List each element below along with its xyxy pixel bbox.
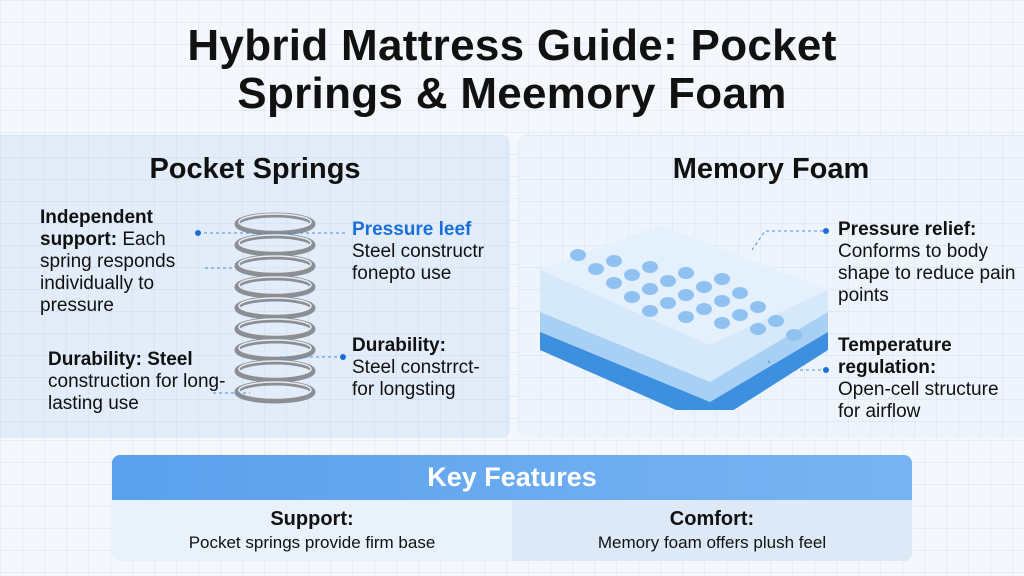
- callout-text: Open-cell structure for airflow: [838, 379, 999, 422]
- foam-cell: [678, 289, 694, 301]
- foam-cell: [768, 315, 784, 327]
- feature-text: Memory foam offers plush feel: [597, 533, 827, 552]
- callout-independent-support: Independent support: Each spring respond…: [40, 207, 210, 317]
- feature-title: Support:: [270, 508, 354, 530]
- spring-coil: [234, 380, 316, 404]
- spring-highlight: [238, 360, 312, 378]
- foam-cell: [642, 261, 658, 273]
- spring-highlight: [238, 318, 312, 336]
- feature-comfort: Comfort: Memory foam offers plush feel: [512, 500, 912, 561]
- title-line: Springs & Meemory Foam: [237, 69, 787, 118]
- foam-cell: [606, 255, 622, 267]
- title-line: Hybrid Mattress Guide: Pocket: [187, 21, 837, 70]
- foam-cell: [696, 303, 712, 315]
- callout-pressure-relief: Pressure relief:Conforms to body shape t…: [838, 219, 1018, 307]
- pocket-springs-panel: Pocket Springs Independent support: Each…: [0, 135, 510, 438]
- foam-cell: [660, 297, 676, 309]
- callout-title: Durability:: [352, 335, 446, 356]
- key-features-heading: Key Features: [112, 455, 912, 500]
- foam-cell: [750, 323, 766, 335]
- callout-text: Conforms to body shape to reduce pain po…: [838, 241, 1016, 306]
- foam-cell: [588, 263, 604, 275]
- memory-foam-panel: Memory Foam Pressure relief:Conforms to …: [518, 135, 1024, 438]
- callout-lines: [751, 228, 829, 373]
- feature-text: Pocket springs provide firm base: [188, 533, 436, 552]
- callout-temperature-regulation: Temperature regulation:Open-cell structu…: [838, 335, 1018, 423]
- spring-coil: [234, 296, 316, 320]
- callout-lines: [195, 230, 346, 394]
- callout-title: Independent support:: [40, 207, 153, 250]
- foam-block-illustration: [540, 225, 828, 410]
- spring-highlight: [238, 297, 312, 315]
- feature-title: Comfort:: [669, 508, 755, 530]
- feature-support: Support: Pocket springs provide firm base: [112, 500, 512, 561]
- spring-highlight: [238, 213, 312, 231]
- callout-text: Steel constructr fonepto use: [352, 241, 484, 284]
- spring-coil: [234, 338, 316, 362]
- foam-cell: [714, 273, 730, 285]
- spring-highlight: [238, 381, 312, 399]
- callout-title: Pressure leef: [352, 219, 472, 240]
- panel-heading: Pocket Springs: [149, 153, 361, 185]
- callout-title: Temperature regulation:: [838, 335, 952, 378]
- callout-text: construction for long-lasting use: [48, 371, 226, 414]
- spring-coil: [234, 233, 316, 257]
- spring-coil: [234, 275, 316, 299]
- coil-spring-illustration: [234, 212, 316, 404]
- spring-coil: [234, 212, 316, 236]
- foam-cell: [642, 305, 658, 317]
- foam-cell: [786, 329, 802, 341]
- spring-highlight: [238, 339, 312, 357]
- foam-cell: [642, 283, 658, 295]
- foam-cell: [606, 277, 622, 289]
- callout-title: Pressure relief:: [838, 219, 977, 240]
- callout-title: Durability: Steel: [48, 349, 193, 370]
- spring-highlight: [238, 255, 312, 273]
- foam-cell: [732, 287, 748, 299]
- panel-heading: Memory Foam: [672, 153, 870, 185]
- foam-cell: [714, 317, 730, 329]
- foam-cell: [678, 311, 694, 323]
- spring-highlight: [238, 276, 312, 294]
- foam-cell: [624, 269, 640, 281]
- spring-coil: [234, 317, 316, 341]
- callout-durability-right: Durability:Steel constrrct- for longstin…: [352, 335, 502, 401]
- callout-text: Steel constrrct- for longsting: [352, 357, 480, 400]
- spring-coil: [234, 254, 316, 278]
- foam-cell: [660, 275, 676, 287]
- key-features-box: Key Features Support: Pocket springs prov…: [112, 455, 912, 561]
- callout-text: Each spring responds individually to pre…: [40, 229, 176, 316]
- foam-cell: [678, 267, 694, 279]
- foam-cell: [714, 295, 730, 307]
- foam-cell: [732, 309, 748, 321]
- spring-highlight: [238, 234, 312, 252]
- foam-cell: [624, 291, 640, 303]
- foam-cell: [750, 301, 766, 313]
- spring-coil: [234, 359, 316, 383]
- foam-cell: [696, 281, 712, 293]
- foam-cell: [570, 249, 586, 261]
